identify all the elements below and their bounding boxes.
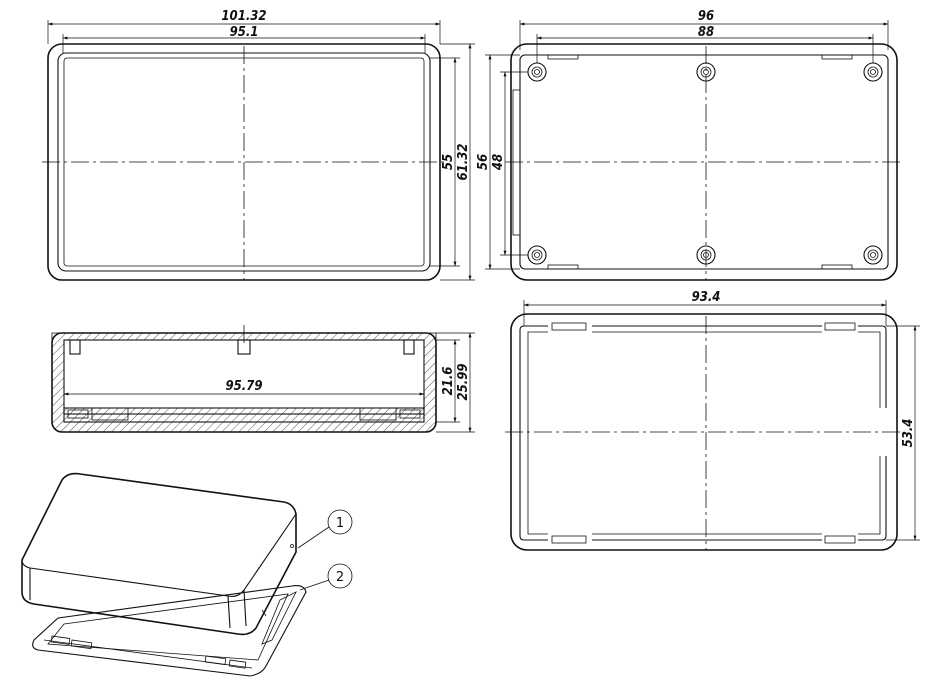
dim-label-56: 56 [476,154,491,170]
screw-boss [696,245,716,265]
dim-label-96: 96 [698,9,714,24]
lid-view: 93.4 53.4 [505,290,920,551]
screw-boss [863,62,883,82]
dim-label-48: 48 [491,154,506,170]
isometric-view: 1 2 [21,472,353,677]
dim-label-101-32: 101.32 [221,9,266,24]
callout-2: 2 [299,563,353,591]
screw-boss [696,62,716,82]
top-view: 101.32 95.1 55 61.32 [42,9,475,281]
dim-label-21-6: 21.6 [441,367,456,396]
dim-label-93-4: 93.4 [692,290,721,305]
iso-bottom-plate [32,585,307,677]
iso-box-body [21,472,297,636]
section-view: 95.79 21.6 25.99 [51,325,475,433]
screw-boss [527,245,547,265]
callout-2-label: 2 [336,570,344,585]
callout-1: 1 [297,509,353,549]
dim-label-88: 88 [698,25,714,40]
dim-label-53-4: 53.4 [901,419,916,448]
dim-label-25-99: 25.99 [456,364,471,401]
callout-1-label: 1 [336,516,344,531]
dim-label-95-79: 95.79 [226,379,263,394]
screw-boss [863,245,883,265]
screw-boss [527,62,547,82]
dim-label-95-1: 95.1 [230,25,259,40]
bottom-view: 96 88 56 48 [476,9,903,281]
dim-label-55: 55 [441,154,456,170]
dim-label-61-32: 61.32 [456,144,471,181]
